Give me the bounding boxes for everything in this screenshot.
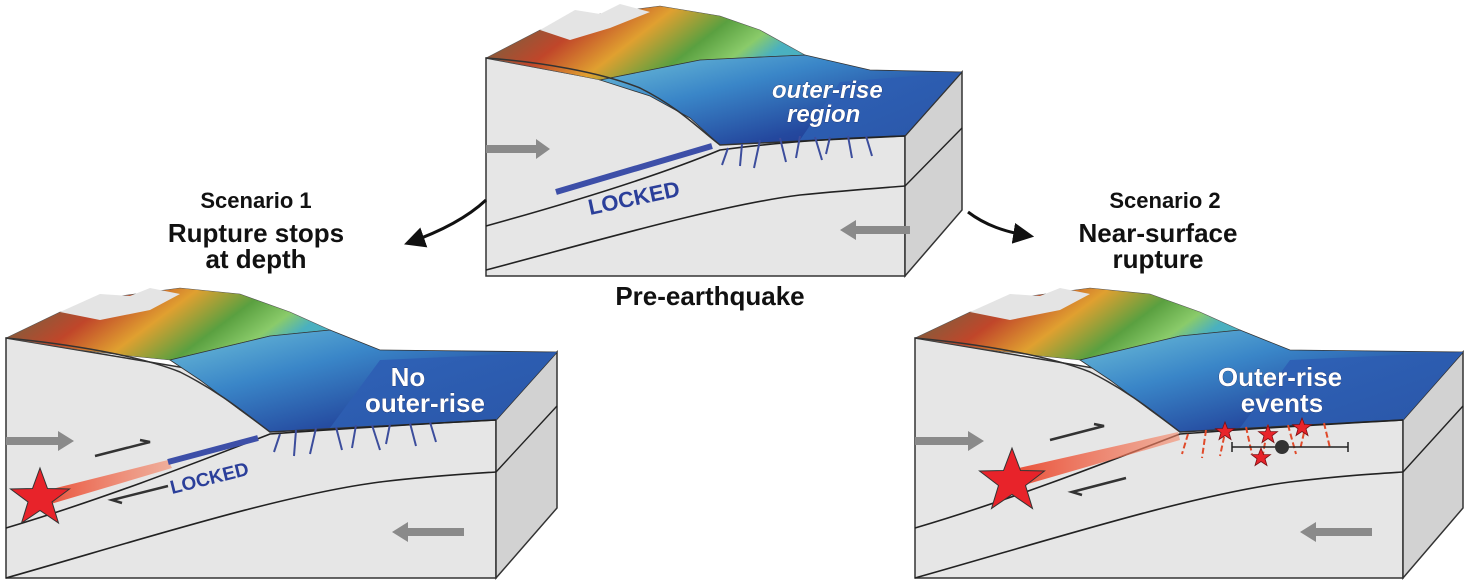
slab-bottom — [5, 471, 497, 579]
neutral-point — [1275, 440, 1289, 454]
pre-earthquake-caption: Pre-earthquake — [615, 281, 804, 311]
plate-arrow-right — [840, 220, 910, 240]
earthquake-star — [978, 446, 1046, 510]
slip-arrow-lower — [107, 484, 169, 505]
mountain-peaks — [970, 288, 1090, 320]
slab-top — [5, 419, 497, 529]
slip-arrow-upper — [94, 438, 151, 458]
plate-arrow-right — [392, 522, 464, 542]
slip-arrow-lower — [1067, 476, 1127, 497]
surface-profile — [5, 337, 497, 433]
scenario-1-title-line2: at depth — [205, 244, 306, 274]
locked-zone — [555, 143, 713, 195]
outer-rise-seafloor — [1240, 352, 1463, 428]
side-slab-bottom — [1402, 405, 1464, 473]
scenario-2-title-line1: Near-surface — [1079, 218, 1238, 248]
scenario-1-title-line1: Rupture stops — [168, 218, 344, 248]
scenario-1-heading: Scenario 1 — [200, 188, 311, 213]
pre-earthquake-block: LOCKED outer-rise region — [485, 4, 963, 279]
slab-bottom — [914, 471, 1404, 579]
outer-rise-faults — [273, 421, 437, 457]
locked-zone — [167, 435, 259, 465]
plate-arrow-left — [6, 431, 74, 451]
outer-rise-seafloor — [330, 352, 557, 428]
plate-arrow-right — [1300, 522, 1372, 542]
mountain-peaks — [60, 288, 180, 320]
outer-rise-event-star — [1214, 420, 1236, 441]
scenario-2-title-line2: rupture — [1113, 244, 1204, 274]
arrow-to-scenario-2 — [967, 210, 1035, 244]
plate-arrow-left — [915, 431, 984, 451]
plate-arrow-left — [486, 139, 550, 159]
no-label: No — [391, 362, 426, 392]
surface-profile — [914, 337, 1404, 433]
surface-profile — [485, 57, 906, 146]
outer-rise-event-star — [1250, 446, 1272, 467]
outer-rise-label: outer-rise — [772, 77, 883, 104]
outer-rise-event-star — [1257, 423, 1279, 444]
earthquake-star — [9, 466, 71, 525]
outer-rise-label: Outer-rise — [1218, 362, 1342, 392]
events-label: events — [1241, 388, 1323, 418]
rupture-zone — [40, 460, 172, 506]
region-label: region — [787, 101, 860, 128]
scenario-2-block: Outer-rise events — [913, 287, 1464, 581]
scenario-2-heading: Scenario 2 — [1109, 188, 1220, 213]
outer-rise-event-star — [1291, 416, 1313, 437]
slip-arrow-upper — [1049, 422, 1105, 442]
scenario-1-block: LOCKED No outer-rise — [5, 287, 558, 581]
outer-rise-faults — [721, 135, 873, 169]
mountain-peaks — [540, 4, 650, 40]
side-slab-bottom — [904, 127, 963, 187]
rupture-zone — [1010, 432, 1180, 488]
side-slab-bottom — [495, 405, 558, 473]
side-slab-top — [904, 71, 963, 137]
arrow-to-scenario-1 — [404, 198, 488, 248]
slab-bottom — [485, 185, 906, 271]
slab-top — [485, 135, 906, 227]
outer-rise-seafloor — [800, 72, 962, 140]
outer-rise-label: outer-rise — [365, 388, 485, 418]
